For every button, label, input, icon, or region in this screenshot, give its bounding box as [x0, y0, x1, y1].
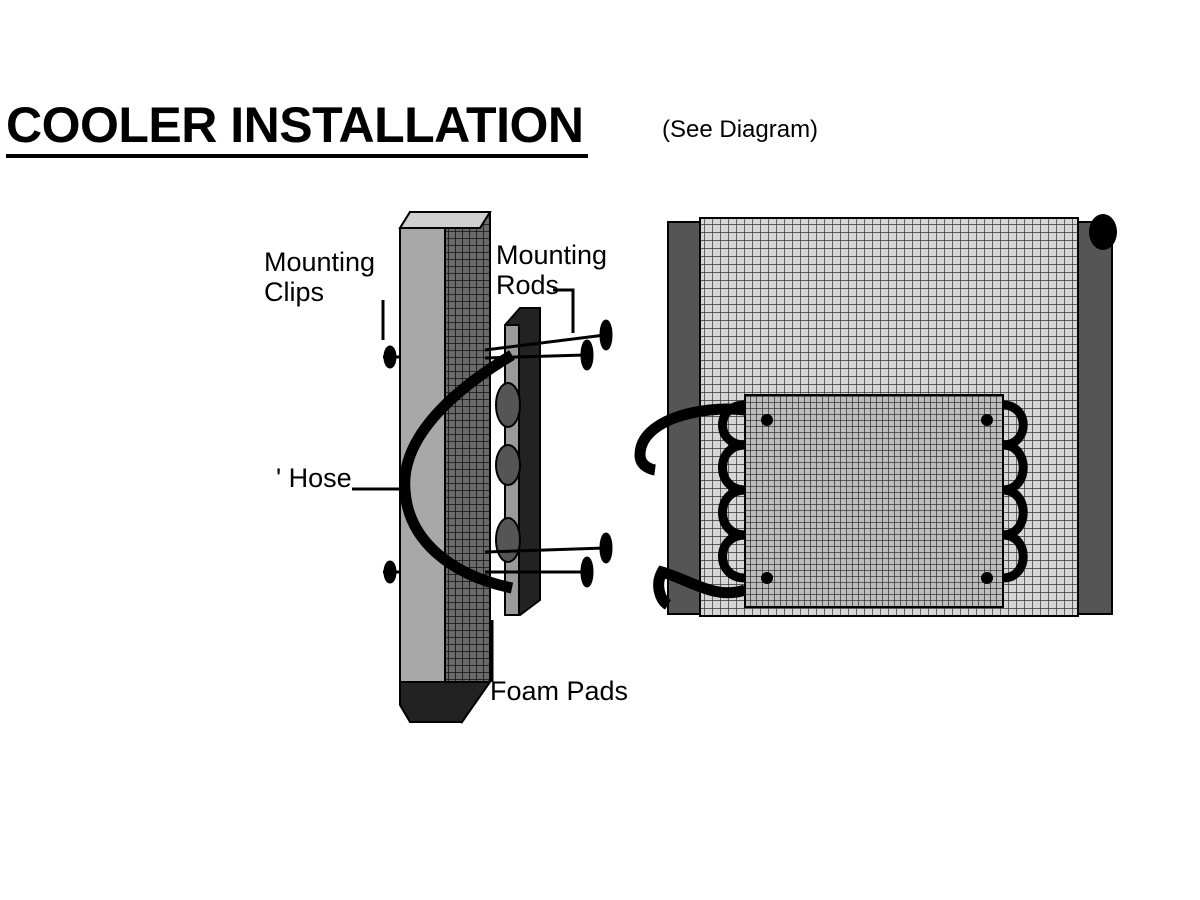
label-foam-pads: Foam Pads — [490, 676, 629, 706]
label-line: Mounting — [496, 240, 608, 270]
label-line: Rods — [496, 270, 560, 300]
mounting-clips — [383, 345, 400, 584]
page-subtitle: (See Diagram) — [662, 116, 819, 143]
foam-pads — [495, 382, 521, 563]
hose — [399, 350, 515, 594]
mounting-rods — [484, 319, 613, 588]
radiator-side-view — [398, 211, 492, 725]
cooler-tubes — [634, 400, 1028, 610]
cooler-front-view — [634, 394, 1028, 610]
label-hose: ' Hose — [276, 463, 352, 493]
label-mounting-rods: Mounting Rods — [496, 240, 607, 300]
page-title: COOLER INSTALLATION — [6, 96, 588, 158]
label-line: Mounting — [264, 247, 376, 277]
radiator-cap — [1089, 214, 1117, 250]
cooler-side-view — [495, 307, 541, 616]
leader-lines — [352, 288, 575, 682]
label-mounting-clips: Mounting Clips — [264, 247, 375, 307]
label-line: Clips — [264, 277, 325, 307]
